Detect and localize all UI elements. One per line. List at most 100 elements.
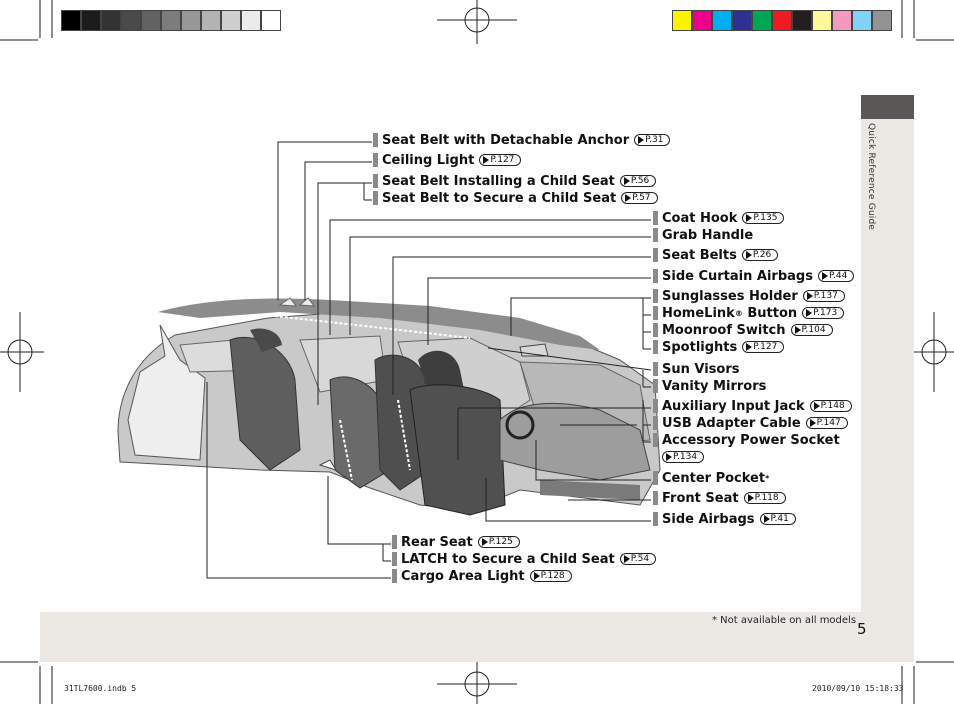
callout-marker: [653, 269, 658, 283]
callout-marker: [373, 191, 378, 205]
color-swatch: [812, 10, 832, 31]
footnote: * Not available on all models: [712, 615, 857, 626]
callout-marker: [653, 433, 658, 447]
page-reference: P.118: [743, 492, 786, 504]
color-swatch: [852, 10, 872, 31]
page-reference: P.26: [741, 249, 779, 261]
label-text: Seat Belt Installing a Child Seat: [382, 173, 615, 189]
callout-marker: [653, 211, 658, 225]
callout-marker: [653, 416, 658, 430]
page-reference: P.41: [759, 513, 796, 525]
callout-marker: [653, 491, 658, 505]
callout-marker: [653, 248, 658, 262]
label-text: Vanity Mirrors: [662, 378, 767, 394]
label-text: Moonroof Switch: [662, 322, 786, 338]
registration-mark-top: [437, 0, 517, 44]
side-tab: [861, 95, 914, 119]
color-swatch: [61, 10, 81, 31]
callout-marker: [653, 362, 658, 376]
page-reference: P.56: [619, 175, 657, 187]
page-reference: P.147: [805, 417, 848, 429]
label-text: Accessory Power Socket: [662, 432, 840, 448]
label-text: Center Pocket: [662, 470, 766, 486]
section-label: Quick Reference Guide: [866, 123, 876, 231]
label-text: Coat Hook: [662, 210, 738, 226]
page-reference: P.57: [621, 192, 658, 204]
arrow-right-icon: [821, 272, 828, 280]
label-center-pocket: Center Pocket*: [653, 470, 769, 486]
label-continuation: P.134: [653, 449, 705, 465]
label-text: Ceiling Light: [382, 152, 475, 168]
label-seat-belts: Seat Belts P.26: [653, 247, 779, 263]
label-text: Sun Visors: [662, 361, 740, 377]
label-usb-adapter-cable: USB Adapter Cable P.147: [653, 415, 848, 431]
color-swatch: [121, 10, 141, 31]
page-reference: P.148: [809, 400, 852, 412]
label-seat-belt-installing: Seat Belt Installing a Child Seat P.56: [373, 173, 657, 189]
color-swatch: [241, 10, 261, 31]
print-file-info: 31TL7600.indb 5: [64, 684, 137, 693]
label-latch: LATCH to Secure a Child Seat P.54: [392, 551, 657, 567]
label-seat-belt-secure: Seat Belt to Secure a Child Seat P.57: [373, 190, 658, 206]
callout-marker: [373, 133, 378, 147]
label-grab-handle: Grab Handle: [653, 227, 753, 243]
label-text: Auxiliary Input Jack: [662, 398, 805, 414]
arrow-right-icon: [623, 555, 630, 563]
label-auxiliary-input-jack: Auxiliary Input Jack P.148: [653, 398, 852, 414]
page-reference: P.128: [529, 570, 572, 582]
arrow-right-icon: [533, 572, 540, 580]
callout-marker: [653, 340, 658, 354]
label-text: Side Airbags: [662, 511, 755, 527]
registration-mark-right: [910, 312, 954, 392]
callout-marker: [392, 569, 397, 583]
label-text: Button: [742, 305, 798, 321]
callout-marker: [653, 379, 658, 393]
label-superscript: ®: [734, 308, 743, 318]
registration-mark-left: [0, 312, 44, 392]
color-swatch: [792, 10, 812, 31]
label-text: Spotlights: [662, 339, 738, 355]
color-swatch: [752, 10, 772, 31]
callout-marker: [653, 399, 658, 413]
label-superscript: *: [765, 473, 770, 483]
vehicle-interior-illustration: [117, 297, 661, 516]
label-text: Cargo Area Light: [401, 568, 525, 584]
callout-marker: [653, 228, 658, 242]
page-reference: P.125: [477, 536, 520, 548]
page-reference: P.137: [802, 290, 845, 302]
label-text: Side Curtain Airbags: [662, 268, 813, 284]
label-text: Seat Belts: [662, 247, 737, 263]
color-swatch: [872, 10, 892, 31]
page-reference: P.54: [619, 553, 657, 565]
arrow-right-icon: [623, 177, 630, 185]
label-coat-hook: Coat Hook P.135: [653, 210, 785, 226]
arrow-right-icon: [746, 343, 753, 351]
label-text: Seat Belt to Secure a Child Seat: [382, 190, 617, 206]
arrow-right-icon: [746, 214, 753, 222]
registration-mark-bottom: [437, 660, 517, 704]
side-panel: [861, 95, 914, 662]
color-swatch: [832, 10, 852, 31]
label-text: LATCH to Secure a Child Seat: [401, 551, 615, 567]
page-reference: P.135: [742, 212, 785, 224]
arrow-right-icon: [625, 194, 632, 202]
arrow-right-icon: [481, 538, 488, 546]
arrow-right-icon: [813, 402, 820, 410]
callout-marker: [653, 323, 658, 337]
arrow-right-icon: [809, 419, 816, 427]
color-swatch: [81, 10, 101, 31]
label-text: USB Adapter Cable: [662, 415, 801, 431]
color-swatch: [141, 10, 161, 31]
label-text: Seat Belt with Detachable Anchor: [382, 132, 630, 148]
color-swatch: [732, 10, 752, 31]
callout-marker: [653, 289, 658, 303]
color-swatch: [201, 10, 221, 31]
